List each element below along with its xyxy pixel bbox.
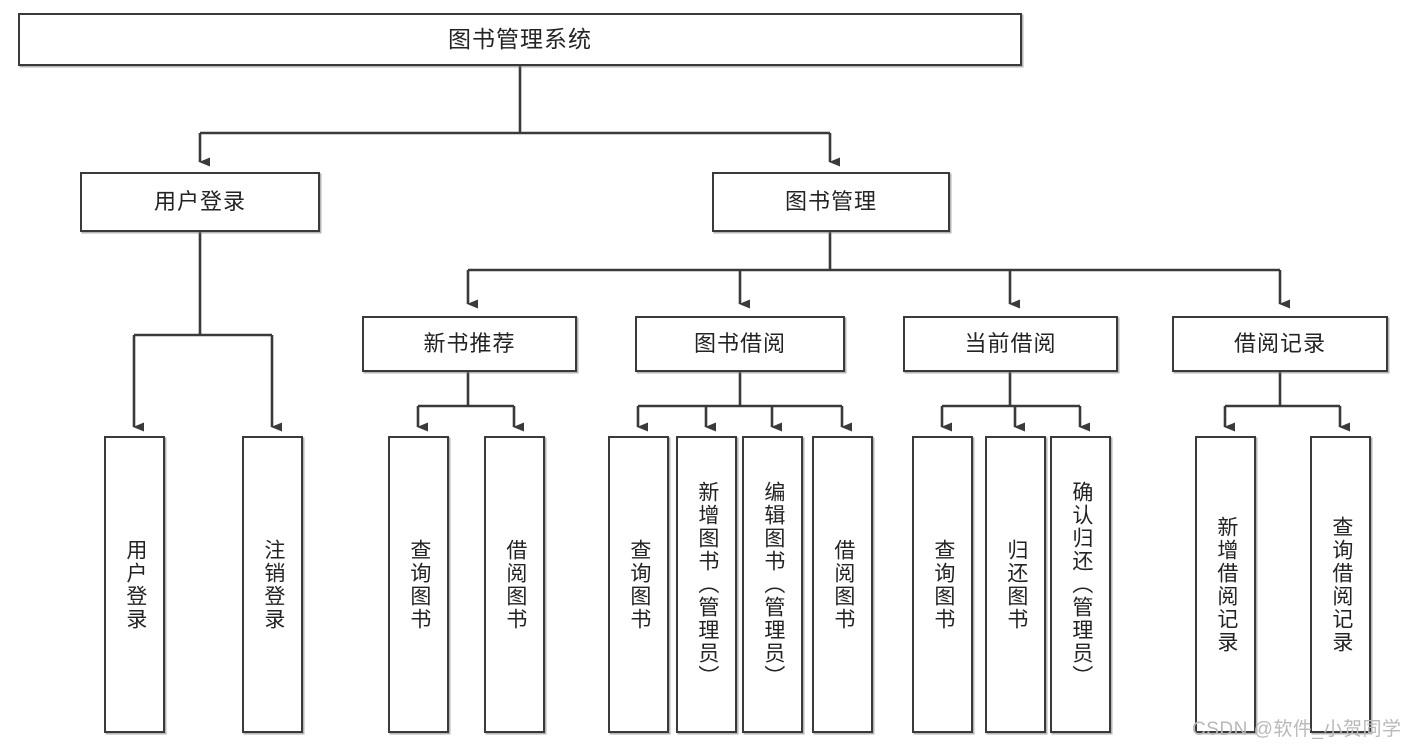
node-leaf-borrow-book-1-label: 借阅图书 <box>503 538 527 631</box>
node-book-manage-label: 图书管理 <box>784 188 877 214</box>
node-leaf-logout-label: 注销登录 <box>261 538 285 631</box>
node-user-login-label: 用户登录 <box>153 188 246 214</box>
node-book-borrow[interactable]: 图书借阅 <box>635 316 845 372</box>
node-leaf-query-book-3-label: 查询图书 <box>931 538 955 631</box>
node-leaf-query-book-2-label: 查询图书 <box>627 538 651 631</box>
node-leaf-query-book-1[interactable]: 查询图书 <box>388 436 449 733</box>
node-leaf-confirm-return-label: 确认归还（管理员） <box>1069 481 1093 688</box>
node-borrow-record[interactable]: 借阅记录 <box>1172 316 1388 372</box>
node-leaf-user-login-label: 用户登录 <box>123 538 147 631</box>
node-leaf-add-record-label: 新增借阅记录 <box>1214 515 1238 654</box>
node-leaf-add-record[interactable]: 新增借阅记录 <box>1195 436 1256 733</box>
node-leaf-confirm-return[interactable]: 确认归还（管理员） <box>1050 436 1111 733</box>
node-book-borrow-label: 图书借阅 <box>693 330 786 356</box>
node-borrow-record-label: 借阅记录 <box>1233 330 1326 356</box>
node-leaf-query-book-3[interactable]: 查询图书 <box>912 436 973 733</box>
node-leaf-add-book-label: 新增图书（管理员） <box>695 481 719 688</box>
node-leaf-add-book[interactable]: 新增图书（管理员） <box>676 436 737 733</box>
node-leaf-query-book-2[interactable]: 查询图书 <box>608 436 669 733</box>
node-leaf-user-login[interactable]: 用户登录 <box>104 436 165 733</box>
node-leaf-query-record[interactable]: 查询借阅记录 <box>1310 436 1371 733</box>
node-root[interactable]: 图书管理系统 <box>18 13 1022 66</box>
node-leaf-query-book-1-label: 查询图书 <box>407 538 431 631</box>
node-new-book-recommend-label: 新书推荐 <box>423 330 516 356</box>
node-leaf-borrow-book-2[interactable]: 借阅图书 <box>812 436 873 733</box>
node-new-book-recommend[interactable]: 新书推荐 <box>362 316 577 372</box>
node-leaf-return-book-label: 归还图书 <box>1004 538 1028 631</box>
node-leaf-borrow-book-1[interactable]: 借阅图书 <box>484 436 545 733</box>
node-leaf-edit-book-label: 编辑图书（管理员） <box>761 481 785 688</box>
node-leaf-edit-book[interactable]: 编辑图书（管理员） <box>742 436 803 733</box>
node-root-label: 图书管理系统 <box>448 25 592 52</box>
csdn-watermark: CSDN @软件_小贺同学 <box>1192 719 1402 740</box>
node-current-borrow-label: 当前借阅 <box>964 330 1057 356</box>
node-leaf-logout[interactable]: 注销登录 <box>242 436 303 733</box>
node-book-manage[interactable]: 图书管理 <box>712 172 950 232</box>
node-current-borrow[interactable]: 当前借阅 <box>903 316 1118 372</box>
node-user-login[interactable]: 用户登录 <box>80 172 320 232</box>
node-leaf-return-book[interactable]: 归还图书 <box>985 436 1046 733</box>
node-leaf-borrow-book-2-label: 借阅图书 <box>831 538 855 631</box>
node-leaf-query-record-label: 查询借阅记录 <box>1329 515 1353 654</box>
